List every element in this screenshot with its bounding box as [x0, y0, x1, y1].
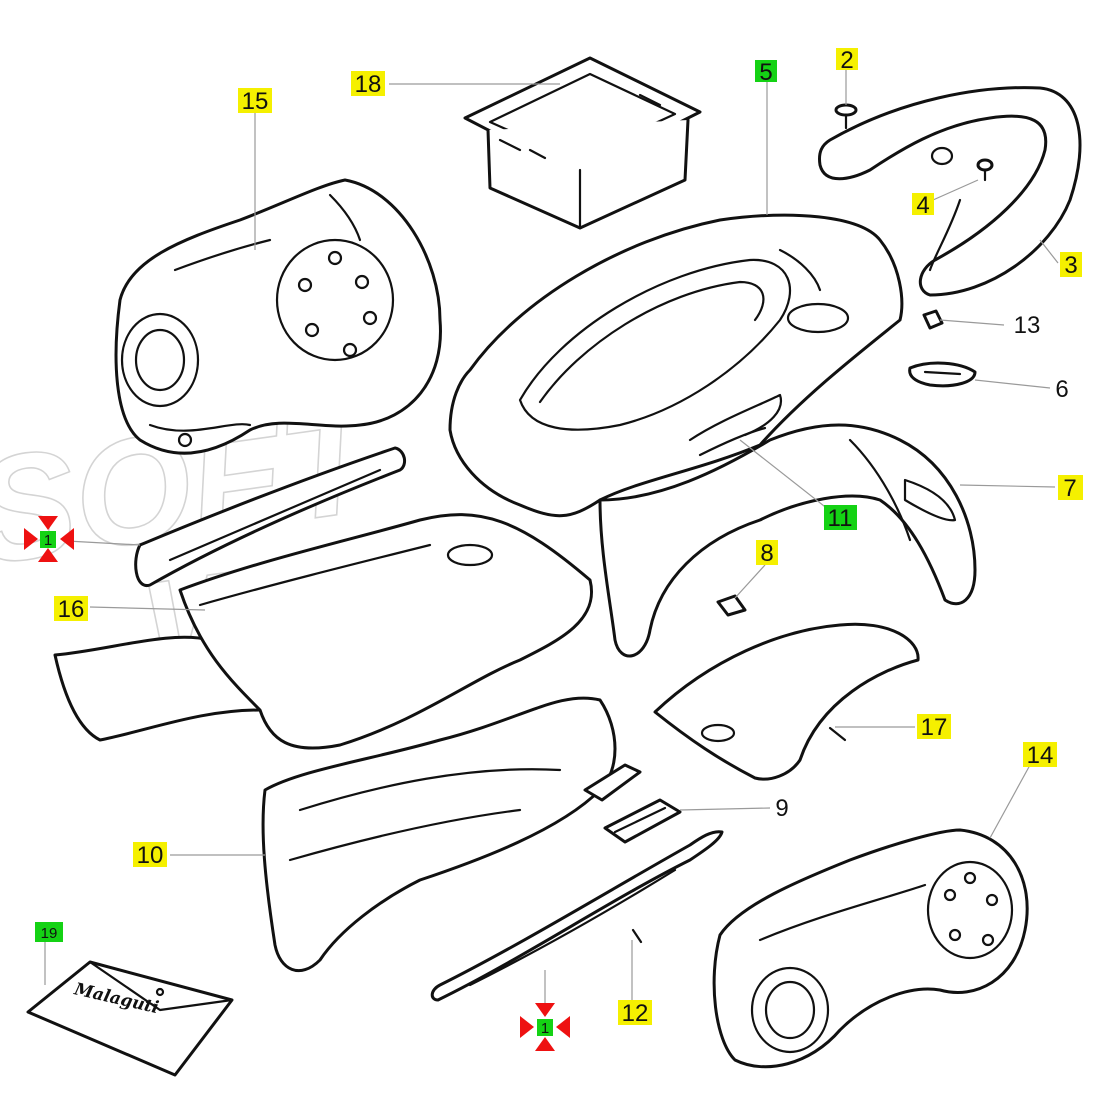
- callout-18: 18: [351, 71, 385, 98]
- callout-17: 17: [917, 714, 951, 741]
- svg-text:13: 13: [1014, 312, 1041, 339]
- svg-text:2: 2: [840, 47, 853, 74]
- callout-19: 19: [35, 922, 63, 942]
- svg-text:15: 15: [242, 88, 269, 115]
- callout-11: 11: [824, 505, 857, 532]
- svg-text:14: 14: [1027, 742, 1054, 769]
- part-2-screw: [834, 103, 858, 130]
- part-15-belt-cover: [114, 178, 442, 455]
- part-9-bracket: [583, 763, 682, 844]
- part-6-cover: [908, 361, 977, 388]
- part-4-screw: [976, 158, 994, 182]
- svg-text:10: 10: [137, 842, 164, 869]
- svg-text:8: 8: [760, 540, 773, 567]
- callout-6: 6: [1055, 376, 1068, 403]
- svg-text:5: 5: [759, 59, 772, 86]
- callout-7: 7: [1058, 475, 1083, 502]
- part-19-toolkit-pouch: Malaguti: [26, 960, 234, 1077]
- callout-14: 14: [1023, 742, 1057, 769]
- svg-text:1: 1: [44, 532, 52, 549]
- callout-13: 13: [1014, 312, 1041, 339]
- part-14-belt-cover: [712, 828, 1029, 1069]
- callout-16: 16: [54, 596, 88, 623]
- callout-12: 12: [618, 1000, 652, 1027]
- callout-9: 9: [775, 795, 788, 822]
- svg-text:4: 4: [916, 192, 929, 219]
- leader-lines: [44, 70, 1059, 1005]
- callout-3: 3: [1060, 252, 1082, 279]
- part-8-clip: [716, 594, 747, 617]
- callout-4: 4: [912, 192, 934, 219]
- callout-10: 10: [133, 842, 167, 869]
- part-5-body-shell: [448, 213, 904, 518]
- callout-labels: 18 15 5 2 4 3 13 6 7: [35, 47, 1083, 1027]
- callout-15: 15: [238, 88, 272, 115]
- svg-text:1: 1: [541, 1020, 549, 1037]
- part-12-trim-strip: [430, 830, 724, 1002]
- svg-text:7: 7: [1063, 475, 1076, 502]
- svg-text:6: 6: [1055, 376, 1068, 403]
- svg-text:12: 12: [622, 1000, 649, 1027]
- marker-1-left: 1: [24, 516, 74, 562]
- svg-text:17: 17: [921, 714, 948, 741]
- part-3-grab-handle: [818, 86, 1082, 297]
- part-17-mudguard: [653, 622, 920, 781]
- marker-1-bottom: 1: [520, 1003, 570, 1051]
- svg-text:9: 9: [775, 795, 788, 822]
- part-10-floor-panel: [178, 513, 617, 973]
- svg-text:3: 3: [1064, 252, 1077, 279]
- callout-2: 2: [836, 47, 858, 74]
- svg-text:16: 16: [58, 596, 85, 623]
- part-18-storage-box: [463, 56, 702, 230]
- part-13-clip: [922, 309, 944, 330]
- svg-text:19: 19: [41, 925, 58, 942]
- svg-text:18: 18: [355, 71, 382, 98]
- callout-8: 8: [756, 540, 778, 567]
- part-7-front-panel: [598, 423, 977, 658]
- callout-5: 5: [755, 59, 777, 86]
- svg-text:11: 11: [828, 505, 853, 532]
